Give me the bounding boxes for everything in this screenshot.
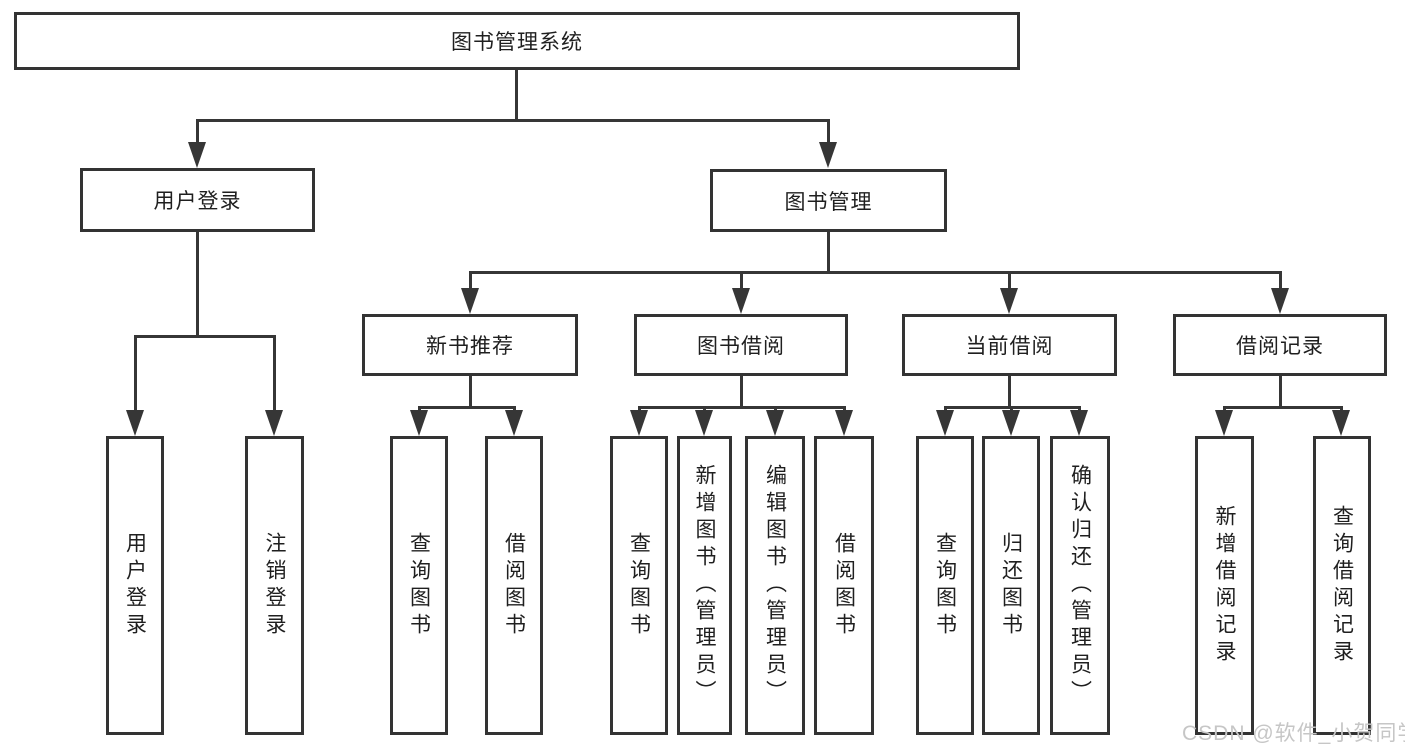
edge-to-current-borrow [1008,271,1011,292]
leaf-query-books-borrow-label: 查询图书 [627,531,651,640]
leaf-confirm-return-admin-label: 确认归还（管理员） [1068,464,1092,707]
arrowhead-leaf [505,410,523,436]
leaf-query-books-recommend-label: 查询图书 [407,531,431,640]
leaf-add-borrow-record-label: 新增借阅记录 [1213,504,1236,667]
edge-to-book-borrow [740,271,743,292]
leaf-query-books-current-label: 查询图书 [933,531,957,640]
node-current-borrow: 当前借阅 [902,314,1117,376]
leaf-borrow-books: 借阅图书 [814,436,874,735]
leaf-add-books-admin: 新增图书（管理员） [677,436,732,735]
leaf-query-books-borrow: 查询图书 [610,436,668,735]
node-book-borrow: 图书借阅 [634,314,848,376]
arrowhead-leaf [410,410,428,436]
leaf-query-books-recommend: 查询图书 [390,436,448,735]
edge-to-new-book [469,271,472,292]
edge-to-borrow-records [1279,271,1282,292]
leaf-confirm-return-admin: 确认归还（管理员） [1050,436,1110,735]
arrowhead-borrow-records [1271,288,1289,314]
edge-to-leaf-user-login [134,335,137,414]
leaf-borrow-books-label: 借阅图书 [832,531,856,640]
csdn-watermark: CSDN @软件_小贺同学 [1182,722,1405,745]
leaf-borrow-books-recommend-label: 借阅图书 [502,531,526,640]
edge-current-borrow-drop [1008,376,1011,408]
leaf-edit-books-admin: 编辑图书（管理员） [745,436,805,735]
leaf-query-borrow-record-label: 查询借阅记录 [1330,504,1354,667]
edge-to-user-login [196,119,199,146]
node-user-login: 用户登录 [80,168,315,232]
edge-book-borrow-rail [638,406,846,409]
leaf-user-login: 用户登录 [106,436,164,735]
arrowhead-leaf [1070,410,1088,436]
edge-to-leaf-logout [273,335,276,414]
leaf-add-borrow-record: 新增借阅记录 [1195,436,1254,735]
leaf-edit-books-admin-label: 编辑图书（管理员） [763,464,787,707]
edge-user-login-rail [134,335,276,338]
edge-borrow-records-rail [1223,406,1343,409]
edge-level1-rail [196,119,830,122]
arrowhead-leaf-user-login [126,410,144,436]
leaf-return-books-label: 归还图书 [999,531,1023,640]
leaf-user-login-label: 用户登录 [123,531,147,640]
edge-new-book-rail [418,406,516,409]
edge-level2-rail [469,271,1281,274]
arrowhead-leaf [1215,410,1233,436]
arrowhead-book-management [819,142,837,168]
leaf-logout: 注销登录 [245,436,304,735]
node-borrow-records: 借阅记录 [1173,314,1387,376]
arrowhead-leaf-logout [265,410,283,436]
edge-new-book-drop [469,376,472,408]
arrowhead-leaf [1332,410,1350,436]
arrowhead-new-book [461,288,479,314]
arrowhead-leaf [936,410,954,436]
edge-root-drop [515,70,518,122]
node-new-book-recommend: 新书推荐 [362,314,578,376]
arrowhead-leaf [630,410,648,436]
leaf-add-books-admin-label: 新增图书（管理员） [693,464,716,707]
arrowhead-leaf [695,410,713,436]
edge-borrow-records-drop [1279,376,1282,408]
arrowhead-leaf [835,410,853,436]
leaf-query-borrow-record: 查询借阅记录 [1313,436,1371,735]
arrowhead-leaf [766,410,784,436]
edge-to-book-management [827,119,830,146]
edge-book-management-drop [827,232,830,273]
leaf-borrow-books-recommend: 借阅图书 [485,436,543,735]
leaf-query-books-current: 查询图书 [916,436,974,735]
edge-book-borrow-drop [740,376,743,408]
arrowhead-user-login [188,142,206,168]
leaf-return-books: 归还图书 [982,436,1040,735]
arrowhead-leaf [1002,410,1020,436]
arrowhead-current-borrow [1000,288,1018,314]
edge-user-login-drop [196,232,199,338]
leaf-logout-label: 注销登录 [263,531,286,640]
node-book-management: 图书管理 [710,169,947,232]
arrowhead-book-borrow [732,288,750,314]
node-library-system: 图书管理系统 [14,12,1020,70]
